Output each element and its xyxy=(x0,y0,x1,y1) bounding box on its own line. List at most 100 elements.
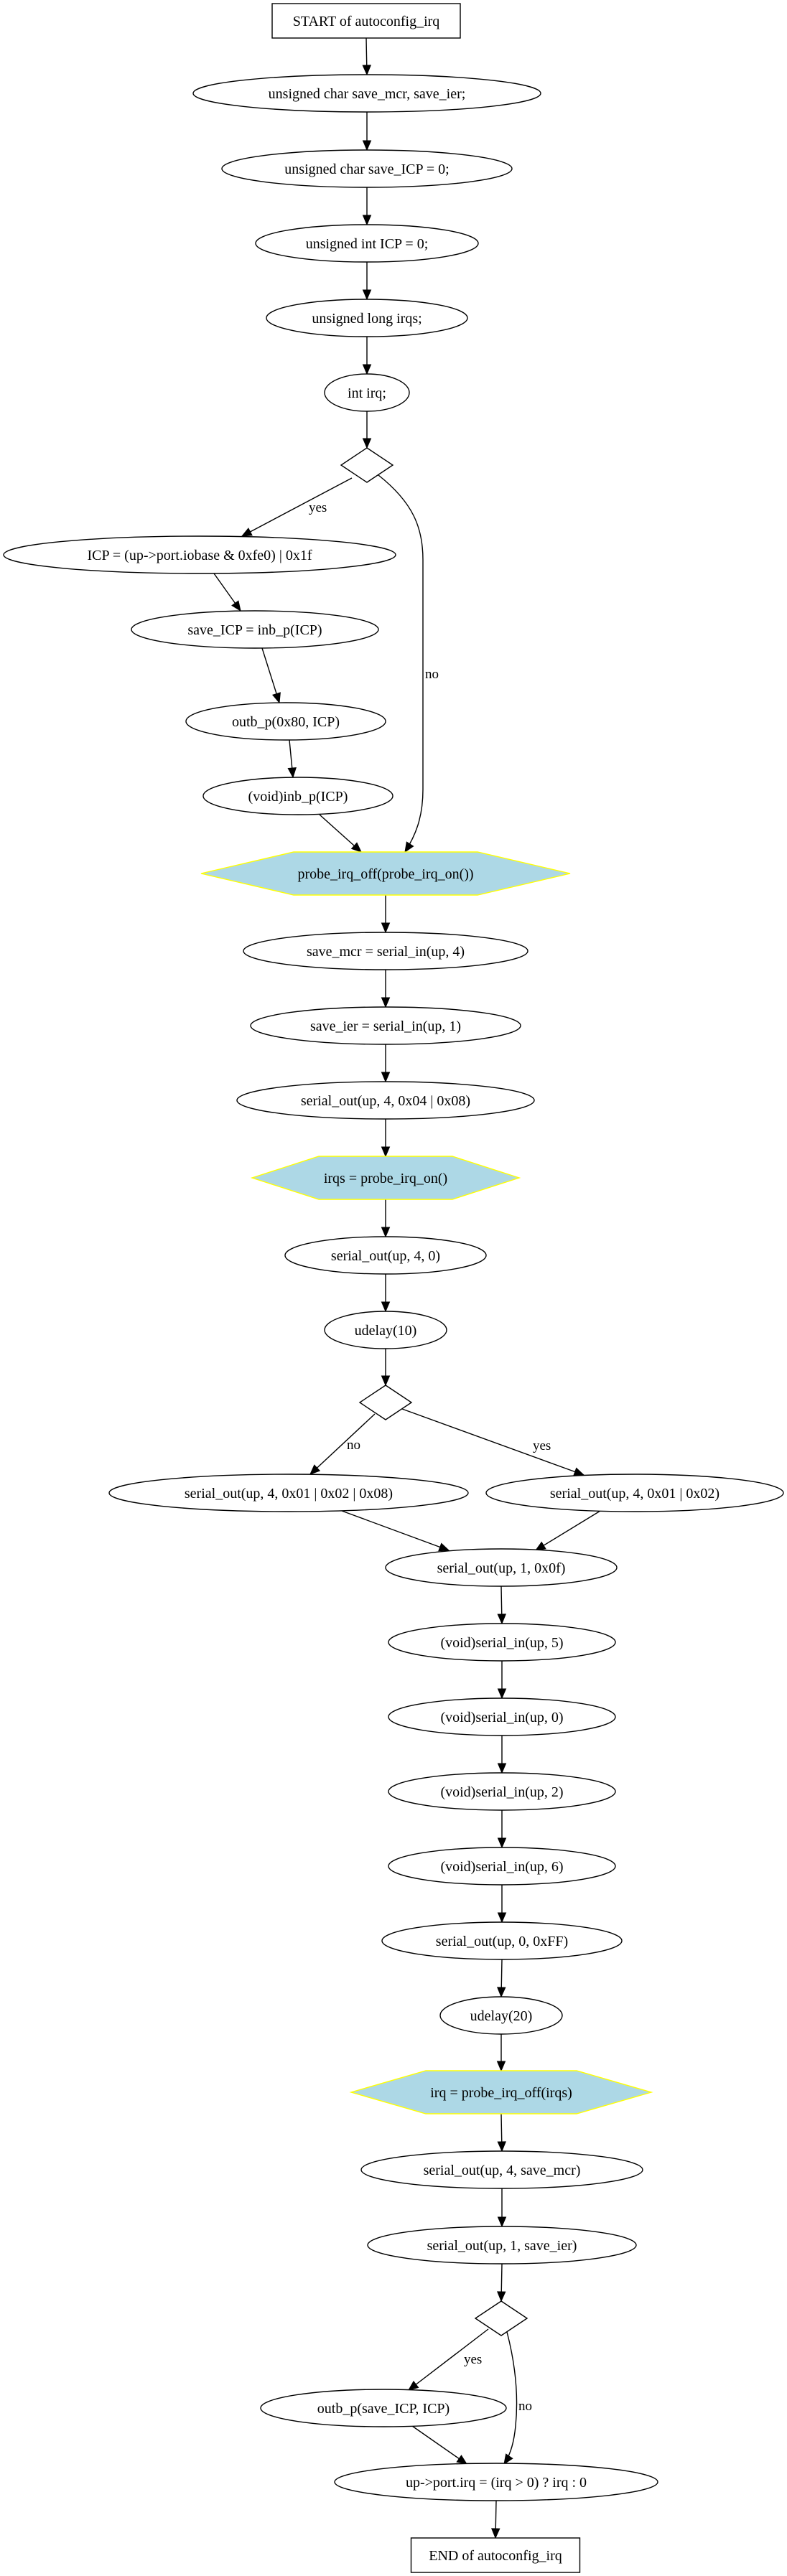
arrowhead xyxy=(407,2380,419,2391)
decision-diamond xyxy=(358,1385,413,1420)
node-ellipse: save_ICP = inb_p(ICP) xyxy=(131,610,379,649)
call-hexagon xyxy=(349,2070,653,2114)
edge xyxy=(381,970,391,1008)
arrowhead xyxy=(496,2061,506,2072)
arrowhead xyxy=(381,997,391,1008)
node-ellipse: int irq; xyxy=(324,373,410,412)
edge xyxy=(381,1199,391,1238)
ellipse-shape xyxy=(131,610,379,649)
edge-label-no: no xyxy=(347,1438,360,1453)
node-label: serial_out(up, 4, save_mcr) xyxy=(424,2163,581,2178)
edge-label-no: no xyxy=(518,2399,532,2414)
arrowhead xyxy=(497,2291,506,2303)
ellipse-shape xyxy=(388,1847,616,1886)
node-ellipse: (void)serial_in(up, 0) xyxy=(388,1697,616,1736)
arrowhead xyxy=(503,2453,513,2465)
arrowhead xyxy=(350,842,362,853)
arrowhead xyxy=(381,1146,391,1158)
edge-label-no: no xyxy=(425,667,439,682)
arrowhead xyxy=(534,1541,546,1551)
edge-label-yes: yes xyxy=(464,2352,482,2367)
ellipse-shape xyxy=(485,1474,784,1512)
node-label: (void)serial_in(up, 5) xyxy=(440,1635,563,1651)
node-ellipse: (void)serial_in(up, 5) xyxy=(388,1623,616,1662)
edge xyxy=(497,2188,507,2228)
edge xyxy=(213,573,241,612)
arrowhead xyxy=(362,364,372,375)
node-label: unsigned long irqs; xyxy=(312,311,422,327)
node-ellipse: (void)inb_p(ICP) xyxy=(202,777,394,815)
node-ellipse: outb_p(0x80, ICP) xyxy=(185,702,386,741)
edge xyxy=(287,739,297,779)
arrowhead xyxy=(404,841,414,853)
node-label: outb_p(save_ICP, ICP) xyxy=(317,2401,450,2417)
edge xyxy=(497,1661,507,1700)
ellipse-shape xyxy=(284,1236,487,1275)
node-box: START of autoconfig_irq xyxy=(271,3,461,39)
arrowhead xyxy=(381,1375,391,1387)
node-label: unsigned char save_mcr, save_ier; xyxy=(269,86,466,102)
arrowhead xyxy=(241,528,253,537)
edge xyxy=(362,411,372,449)
edge xyxy=(309,1413,376,1475)
node-label: save_mcr = serial_in(up, 4) xyxy=(307,944,465,960)
edge-label-yes: yes xyxy=(309,500,327,515)
edge xyxy=(497,1885,507,1924)
arrowhead xyxy=(381,1227,391,1238)
edge xyxy=(497,2113,506,2153)
node-label: save_ier = serial_in(up, 1) xyxy=(310,1018,461,1034)
ellipse-shape xyxy=(385,1548,618,1587)
node-ellipse: udelay(10) xyxy=(324,1311,447,1349)
arrowhead xyxy=(381,1301,391,1313)
arrowhead xyxy=(362,289,372,301)
ellipse-shape xyxy=(381,1921,623,1960)
node-ellipse: serial_out(up, 4, save_mcr) xyxy=(360,2150,643,2189)
edge xyxy=(496,2034,506,2072)
edge-line xyxy=(411,2425,467,2465)
arrowhead xyxy=(456,2455,468,2465)
ellipse-shape xyxy=(388,1697,616,1736)
arrowhead xyxy=(231,600,241,612)
arrowhead xyxy=(497,1837,507,1849)
arrowhead xyxy=(491,2528,500,2539)
node-label: outb_p(0x80, ICP) xyxy=(232,714,340,730)
node-label: serial_out(up, 4, 0x01 | 0x02 | 0x08) xyxy=(185,1486,393,1502)
edge xyxy=(381,1044,391,1083)
node-ellipse: outb_p(save_ICP, ICP) xyxy=(260,2389,507,2427)
edge xyxy=(362,37,371,76)
node-ellipse: udelay(20) xyxy=(439,1996,563,2035)
node-label: irqs = probe_irq_on() xyxy=(324,1171,447,1186)
node-label: serial_out(up, 4, 0x01 | 0x02) xyxy=(550,1486,720,1502)
node-label: ICP = (up->port.iobase & 0xfe0) | 0x1f xyxy=(88,548,312,563)
ellipse-shape xyxy=(388,1772,616,1811)
edge-line xyxy=(309,1413,376,1475)
edge xyxy=(497,2263,506,2303)
edge xyxy=(491,2500,500,2539)
edge-label-yes: yes xyxy=(533,1438,551,1453)
arrowhead xyxy=(573,1467,585,1476)
ellipse-shape xyxy=(221,149,513,188)
arrowhead xyxy=(362,438,372,449)
arrowhead xyxy=(497,1688,507,1700)
ellipse-shape xyxy=(334,2463,658,2501)
node-label: (void)inb_p(ICP) xyxy=(248,789,348,805)
edge xyxy=(497,1586,506,1625)
ellipse-shape xyxy=(255,224,479,263)
edge-line xyxy=(408,2328,489,2391)
node-ellipse: unsigned char save_mcr, save_ier; xyxy=(192,74,541,113)
call-hexagon xyxy=(250,1156,521,1200)
ellipse-shape xyxy=(236,1081,535,1120)
arrowhead xyxy=(287,767,297,779)
node-hexagon: irq = probe_irq_off(irqs) xyxy=(349,2070,653,2114)
decision-diamond xyxy=(474,2300,528,2336)
node-ellipse: unsigned long irqs; xyxy=(266,299,468,337)
box-shape xyxy=(271,3,461,39)
ellipse-shape xyxy=(324,1311,447,1349)
edge xyxy=(381,1274,391,1313)
node-label: (void)serial_in(up, 0) xyxy=(440,1710,563,1725)
arrowhead xyxy=(362,65,371,76)
arrowhead xyxy=(309,1464,321,1475)
arrowhead xyxy=(381,1072,391,1083)
node-label: unsigned int ICP = 0; xyxy=(306,236,429,252)
